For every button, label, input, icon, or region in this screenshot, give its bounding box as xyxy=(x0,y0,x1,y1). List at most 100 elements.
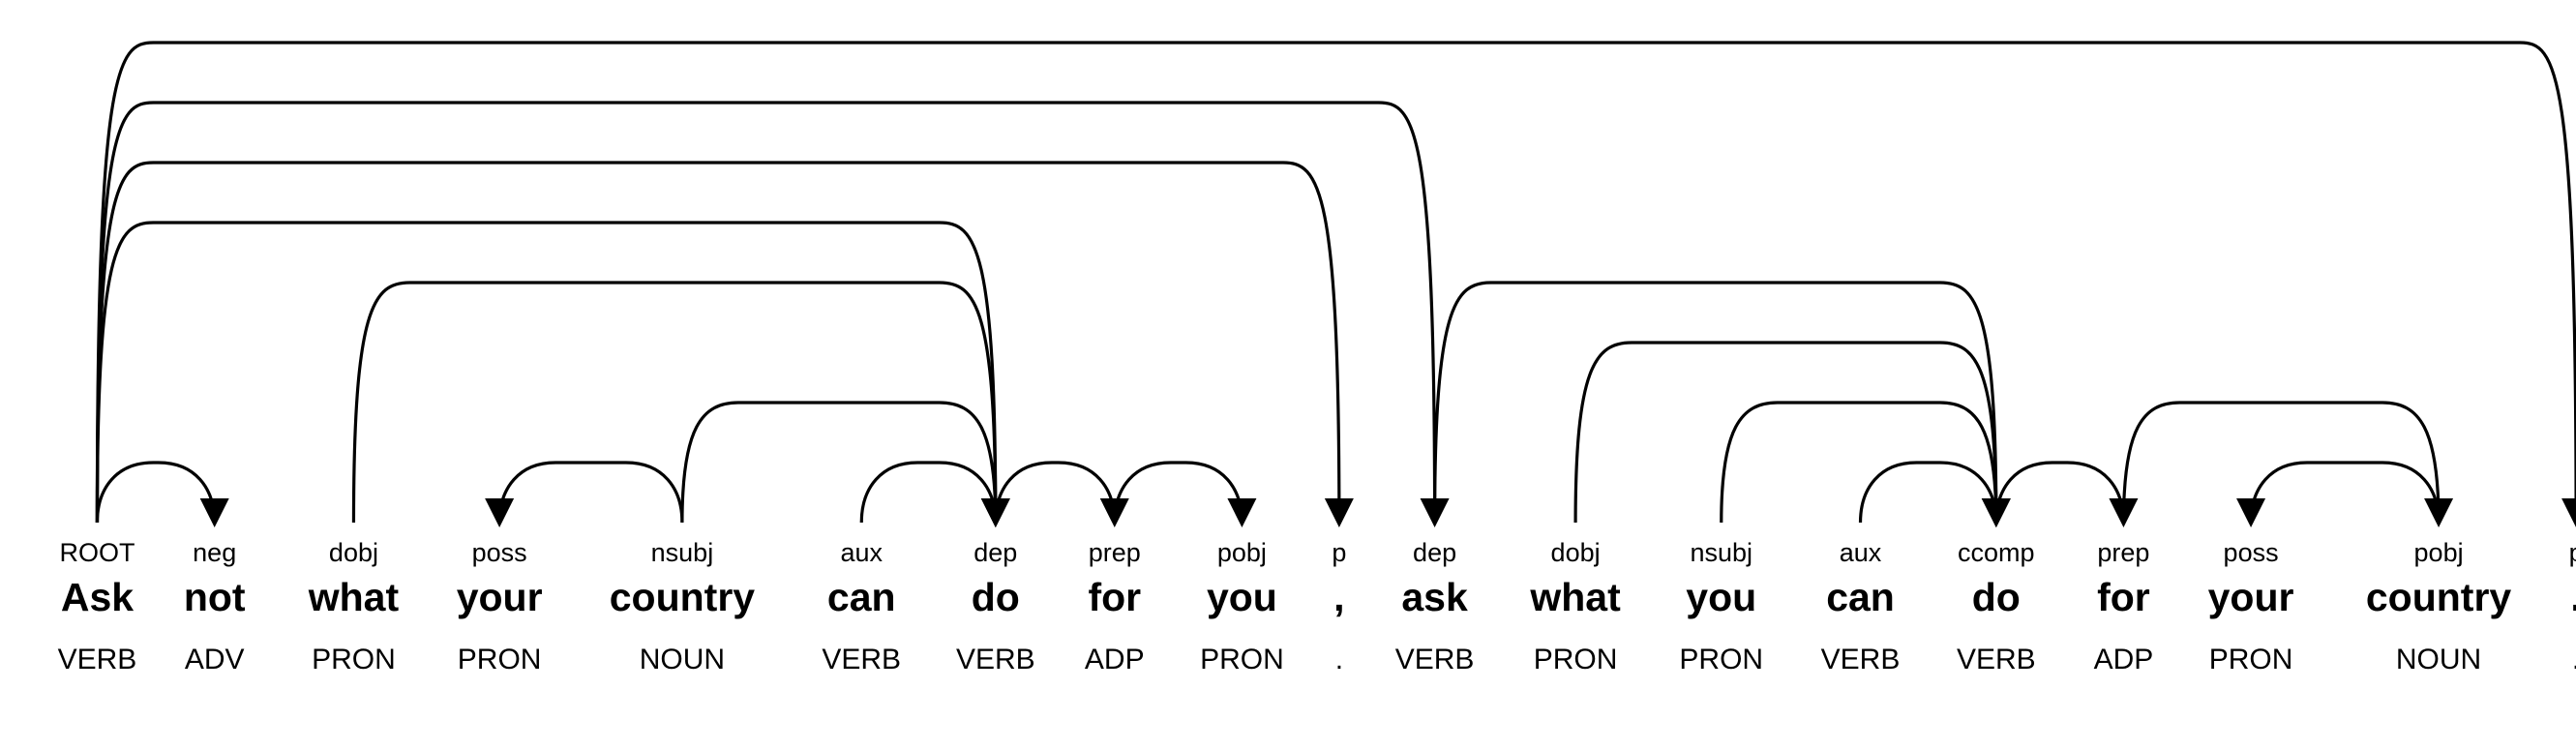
token-pos-tag: PRON xyxy=(312,644,396,675)
token-word: . xyxy=(2431,578,2576,617)
token-pos-tag: PRON xyxy=(2208,644,2293,675)
dep-label-4: nsubj xyxy=(651,538,714,567)
token-pos-tag: VERB xyxy=(822,644,902,675)
token-pos-tag: . xyxy=(2431,645,2576,675)
token-word: you xyxy=(1206,575,1277,619)
token-pos-tag: PRON xyxy=(1679,644,1764,675)
token-word: Ask xyxy=(60,575,135,619)
dep-arc-dobj-4 xyxy=(351,281,998,524)
dep-label-17: pobj xyxy=(2414,538,2464,567)
dep-label-14: ccomp xyxy=(1958,538,2035,567)
token-pos-tag: PRON xyxy=(457,644,542,675)
dep-label-0: ROOT xyxy=(59,538,135,567)
dep-arc-p-8 xyxy=(95,161,1341,524)
dep-arrowhead-17 xyxy=(2561,498,2576,527)
dep-label-15: prep xyxy=(2097,538,2149,567)
token-18[interactable]: .. xyxy=(2431,578,2576,675)
dep-label-3: poss xyxy=(472,538,527,567)
token-pos-tag: VERB xyxy=(1394,644,1475,675)
dep-arc-dep-9 xyxy=(95,101,1437,524)
token-word: you xyxy=(1686,575,1757,619)
token-word: what xyxy=(1530,575,1621,619)
token-pos-tag: . xyxy=(1334,644,1344,675)
dep-label-7: prep xyxy=(1089,538,1141,567)
dep-label-6: dep xyxy=(973,538,1017,567)
dep-arc-neg-0 xyxy=(95,461,217,524)
dep-label-13: aux xyxy=(1840,538,1882,567)
token-word: what xyxy=(308,575,400,619)
token-word: your xyxy=(2207,575,2294,619)
dep-arrowhead-15 xyxy=(2236,498,2266,527)
dep-label-9: p xyxy=(1332,538,1346,567)
dep-arc-pobj-7 xyxy=(1113,461,1244,524)
token-word: country xyxy=(609,575,756,619)
dep-arrowhead-16 xyxy=(2424,498,2454,527)
dep-arrowhead-8 xyxy=(1324,498,1354,527)
token-word: for xyxy=(2097,575,2150,619)
arc-labels-group: ROOT neg dobj poss nsubj aux dep prep pobj p dep do… xyxy=(59,538,2576,567)
token-pos-tag: NOUN xyxy=(2395,644,2482,675)
token-word: ask xyxy=(1401,575,1468,619)
dep-arc-poss-1 xyxy=(497,461,684,524)
dep-arrowhead-1 xyxy=(485,498,515,527)
token-word: country xyxy=(2365,575,2512,619)
dep-label-16: poss xyxy=(2224,538,2279,567)
dep-label-11: dobj xyxy=(1551,538,1601,567)
dep-arc-nsubj-11 xyxy=(1720,401,1998,524)
token-pos-tag: VERB xyxy=(1820,644,1901,675)
token-pos-tag: VERB xyxy=(1956,644,2036,675)
token-pos-tag: PRON xyxy=(1533,644,1618,675)
dep-arc-aux-12 xyxy=(1858,461,1998,524)
dep-label-2: dobj xyxy=(329,538,378,567)
dep-arc-aux-3 xyxy=(859,461,998,524)
token-pos-tag: NOUN xyxy=(639,644,726,675)
token-pos-tag: VERB xyxy=(955,644,1035,675)
token-word: your xyxy=(456,575,543,619)
dep-arc-prep-6 xyxy=(994,461,1117,524)
token-word: for xyxy=(1088,575,1142,619)
dep-arc-dobj-10 xyxy=(1573,341,1998,524)
dep-label-8: pobj xyxy=(1217,538,1267,567)
dep-arrowhead-0 xyxy=(199,498,229,527)
token-pos-tag: ADP xyxy=(2093,644,2154,675)
dep-label-1: neg xyxy=(193,538,236,567)
token-pos-tag: VERB xyxy=(57,644,137,675)
dep-arc-prep-14 xyxy=(1994,461,2126,524)
token-word: not xyxy=(183,575,246,619)
token-word: do xyxy=(1971,575,2021,619)
dep-label-10: dep xyxy=(1413,538,1456,567)
dep-label-18: p xyxy=(2569,538,2576,567)
token-pos-tag: ADP xyxy=(1084,644,1145,675)
token-pos-tag: ADV xyxy=(184,644,245,675)
token-pos-tag: PRON xyxy=(1200,644,1284,675)
token-9[interactable]: ,. xyxy=(1194,578,1484,675)
dep-arc-pobj-16 xyxy=(2121,401,2441,524)
token-word: , xyxy=(1333,575,1345,619)
arcs-group xyxy=(95,41,2576,527)
dep-arc-ccomp-13 xyxy=(1432,281,1998,524)
dep-arc-dep-5 xyxy=(95,221,998,524)
dep-label-12: nsubj xyxy=(1690,538,1752,567)
token-word: can xyxy=(826,575,896,619)
dep-arc-nsubj-2 xyxy=(680,401,998,524)
dep-arc-poss-15 xyxy=(2249,461,2441,524)
